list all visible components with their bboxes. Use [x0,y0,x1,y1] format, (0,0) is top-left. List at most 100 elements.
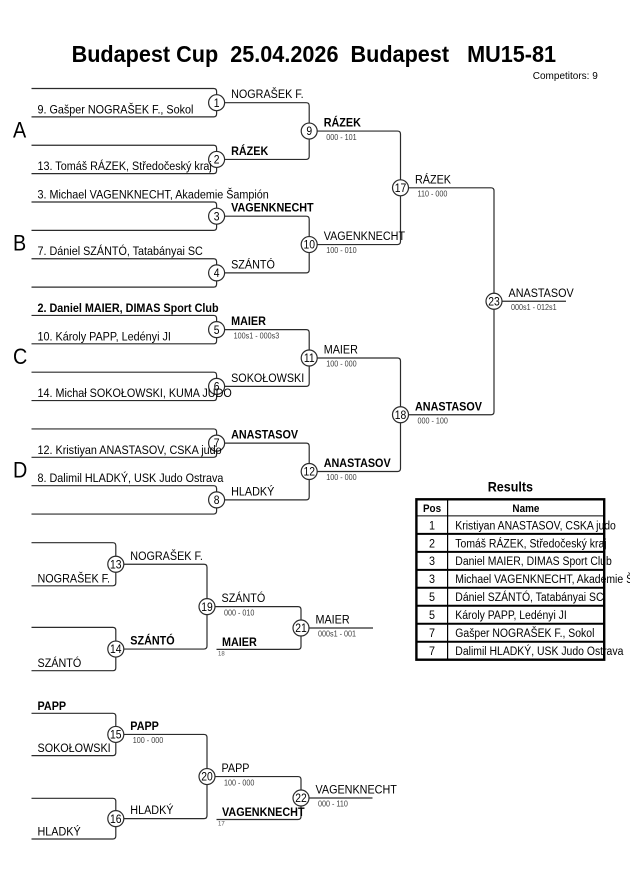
svg-text:4: 4 [214,268,220,281]
svg-text:000s1 - 012s1: 000s1 - 012s1 [511,303,557,312]
svg-text:RÁZEK: RÁZEK [231,144,269,158]
svg-text:1: 1 [214,97,220,110]
svg-text:Name: Name [512,503,539,515]
svg-text:ANASTASOV: ANASTASOV [324,458,391,471]
svg-text:100 - 000: 100 - 000 [224,778,254,787]
svg-text:15: 15 [110,729,122,742]
svg-text:VAGENKNECHT: VAGENKNECHT [324,231,405,244]
svg-text:100 - 000: 100 - 000 [326,473,356,482]
svg-text:SOKOŁOWSKI: SOKOŁOWSKI [231,372,304,385]
svg-text:Dániel SZÁNTÓ, Tatabányai SC: Dániel SZÁNTÓ, Tatabányai SC [455,591,603,605]
svg-text:C: C [13,345,27,369]
svg-text:VAGENKNECHT: VAGENKNECHT [222,807,305,820]
svg-text:7: 7 [214,438,220,451]
svg-text:100 - 000: 100 - 000 [326,359,356,368]
svg-text:3: 3 [429,556,435,569]
svg-text:7. Dániel SZÁNTÓ, Tatabányai S: 7. Dániel SZÁNTÓ, Tatabányai SC [38,245,203,259]
svg-text:8: 8 [214,495,220,508]
svg-text:3. Michael VAGENKNECHT, Akadem: 3. Michael VAGENKNECHT, Akademie Šampión [38,188,269,202]
svg-text:Pos: Pos [423,503,441,515]
svg-text:100s1 - 000s3: 100s1 - 000s3 [234,331,280,340]
svg-text:12: 12 [303,466,315,479]
svg-text:Kristiyan ANASTASOV, CSKA judo: Kristiyan ANASTASOV, CSKA judo [455,520,616,533]
svg-text:ANASTASOV: ANASTASOV [509,287,575,300]
svg-text:VAGENKNECHT: VAGENKNECHT [316,784,397,797]
svg-text:1: 1 [429,520,435,533]
svg-text:2: 2 [214,154,220,167]
svg-text:9. Gašper NOGRAŠEK F., Sokol: 9. Gašper NOGRAŠEK F., Sokol [38,103,194,117]
svg-text:NOGRAŠEK F.: NOGRAŠEK F. [38,572,111,586]
svg-text:SZÁNTÓ: SZÁNTÓ [38,657,82,671]
svg-text:5: 5 [214,324,220,337]
svg-text:14. Michał SOKOŁOWSKI, KUMA JU: 14. Michał SOKOŁOWSKI, KUMA JUDO [38,388,232,401]
svg-text:23: 23 [488,296,500,309]
svg-text:PAPP: PAPP [130,720,159,733]
svg-text:D: D [13,459,27,483]
svg-text:RÁZEK: RÁZEK [415,173,451,187]
svg-text:110 - 000: 110 - 000 [418,189,448,198]
svg-text:HLADKÝ: HLADKÝ [38,825,82,839]
svg-text:MAIER: MAIER [316,614,350,627]
svg-text:000 - 101: 000 - 101 [326,132,356,141]
svg-text:100 - 010: 100 - 010 [326,246,356,255]
svg-text:NOGRAŠEK F.: NOGRAŠEK F. [231,88,304,102]
svg-text:ANASTASOV: ANASTASOV [231,429,298,442]
svg-text:MAIER: MAIER [222,636,257,649]
svg-text:13: 13 [110,559,122,572]
svg-text:19: 19 [201,601,213,614]
svg-text:5: 5 [429,592,435,605]
svg-text:21: 21 [295,623,307,636]
svg-text:22: 22 [295,793,307,806]
svg-text:000 - 110: 000 - 110 [318,799,348,808]
svg-text:2: 2 [429,538,435,551]
svg-text:Competitors: 9: Competitors: 9 [533,71,598,82]
svg-text:18: 18 [395,409,407,422]
svg-text:000s1 - 001: 000s1 - 001 [318,629,356,638]
svg-text:20: 20 [201,771,213,784]
svg-text:PAPP: PAPP [38,700,67,713]
svg-text:ANASTASOV: ANASTASOV [415,401,482,414]
svg-text:7: 7 [429,628,435,641]
svg-text:B: B [13,232,26,256]
svg-text:HLADKÝ: HLADKÝ [130,804,174,818]
svg-text:Tomáš RÁZEK, Středočeský kraj: Tomáš RÁZEK, Středočeský kraj [455,537,606,551]
svg-text:12. Kristiyan ANASTASOV, CSKA: 12. Kristiyan ANASTASOV, CSKA judo [38,444,222,457]
svg-text:SZÁNTÓ: SZÁNTÓ [231,258,275,272]
svg-text:13. Tomáš RÁZEK, Středočeský k: 13. Tomáš RÁZEK, Středočeský kraj [38,160,212,174]
svg-text:Results: Results [488,479,533,495]
svg-text:18: 18 [218,652,225,658]
svg-text:MAIER: MAIER [324,344,358,357]
svg-text:Budapest Cup 25.04.2026 Buda: Budapest Cup 25.04.2026 Budapest MU15-81 [72,41,556,67]
svg-text:Dalimil HLADKÝ, USK Judo Ostra: Dalimil HLADKÝ, USK Judo Ostrava [455,644,624,658]
svg-text:10. Károly PAPP, Ledényi JI: 10. Károly PAPP, Ledényi JI [38,331,171,344]
svg-text:MAIER: MAIER [231,316,266,329]
svg-text:Daniel MAIER, DIMAS Sport Club: Daniel MAIER, DIMAS Sport Club [455,556,611,569]
svg-text:RÁZEK: RÁZEK [324,116,362,130]
svg-text:SZÁNTÓ: SZÁNTÓ [222,592,266,606]
svg-text:3: 3 [214,211,220,224]
svg-text:9: 9 [306,126,312,139]
svg-text:Michael VAGENKNECHT, Akademie: Michael VAGENKNECHT, Akademie Šampión [455,573,630,587]
svg-text:000 - 100: 000 - 100 [418,416,448,425]
svg-text:PAPP: PAPP [222,763,250,776]
svg-text:6: 6 [214,381,220,394]
svg-text:5: 5 [429,610,435,623]
svg-text:17: 17 [218,822,225,828]
svg-text:2. Daniel MAIER, DIMAS Sport C: 2. Daniel MAIER, DIMAS Sport Club [38,302,219,315]
svg-text:000 - 010: 000 - 010 [224,608,254,617]
svg-text:Károly PAPP, Ledényi JI: Károly PAPP, Ledényi JI [455,610,567,623]
svg-text:A: A [13,118,26,142]
svg-text:SZÁNTÓ: SZÁNTÓ [130,634,174,648]
svg-text:14: 14 [110,644,122,657]
svg-text:17: 17 [395,182,407,195]
svg-text:8. Dalimil HLADKÝ, USK Judo Os: 8. Dalimil HLADKÝ, USK Judo Ostrava [38,472,225,486]
svg-text:Gašper NOGRAŠEK F., Sokol: Gašper NOGRAŠEK F., Sokol [455,626,594,640]
svg-text:3: 3 [429,574,435,587]
svg-text:100 - 000: 100 - 000 [133,736,163,745]
svg-text:HLADKÝ: HLADKÝ [231,485,275,499]
svg-text:16: 16 [110,813,122,826]
svg-text:VAGENKNECHT: VAGENKNECHT [231,202,314,215]
svg-text:SOKOŁOWSKI: SOKOŁOWSKI [38,743,111,756]
svg-text:NOGRAŠEK F.: NOGRAŠEK F. [130,549,203,563]
svg-text:10: 10 [303,239,315,252]
